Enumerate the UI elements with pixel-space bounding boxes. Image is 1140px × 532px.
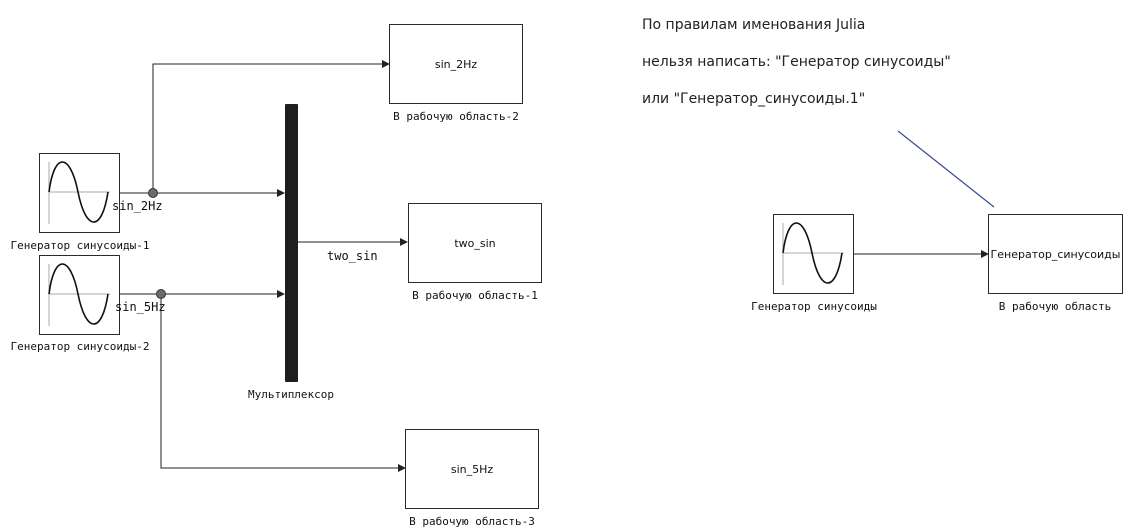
branch-node-sin2hz xyxy=(148,188,158,198)
wire-sin5hz-to-ws3 xyxy=(160,294,406,472)
multiplexer-block[interactable] xyxy=(285,104,298,382)
signal-label-sin2hz: sin_2Hz xyxy=(112,199,163,213)
to-workspace-2-block[interactable]: sin_2Hz xyxy=(389,24,523,104)
signal-label-two-sin: two_sin xyxy=(327,249,378,263)
to-workspace-main-block[interactable]: Генератор_синусоиды xyxy=(988,214,1123,294)
to-workspace-main-label: В рабочую область xyxy=(998,300,1112,313)
sine-generator-2-label: Генератор синусоиды-2 xyxy=(10,340,150,353)
sine-generator-1-label: Генератор синусоиды-1 xyxy=(10,239,150,252)
to-workspace-1-block[interactable]: two_sin xyxy=(408,203,542,283)
to-workspace-2-label: В рабочую область-2 xyxy=(393,110,519,123)
sine-generator-1-block[interactable] xyxy=(39,153,120,233)
multiplexer-label: Мультиплексор xyxy=(247,388,335,401)
branch-node-sin5hz xyxy=(156,289,166,299)
annotation-pointer-line xyxy=(897,130,995,208)
sine-generator-2-block[interactable] xyxy=(39,255,120,335)
sine-generator-3-block[interactable] xyxy=(773,214,854,294)
to-workspace-3-label: В рабочую область-3 xyxy=(409,515,535,528)
sine-wave-icon xyxy=(782,222,844,285)
sine-wave-icon xyxy=(48,161,110,224)
to-workspace-3-block[interactable]: sin_5Hz xyxy=(405,429,539,509)
annotation-line-2: нельзя написать: "Генератор синусоиды" xyxy=(642,54,951,70)
wire-sin2hz-to-ws2 xyxy=(152,60,390,193)
sine-generator-3-label: Генератор синусоиды xyxy=(751,300,877,313)
annotation-line-3: или "Генератор_синусоиды.1" xyxy=(642,91,866,107)
to-workspace-1-label: В рабочую область-1 xyxy=(412,289,538,302)
annotation-line-1: По правилам именования Julia xyxy=(642,17,866,33)
signal-label-sin5hz: sin_5Hz xyxy=(115,300,166,314)
sine-wave-icon xyxy=(48,263,110,326)
